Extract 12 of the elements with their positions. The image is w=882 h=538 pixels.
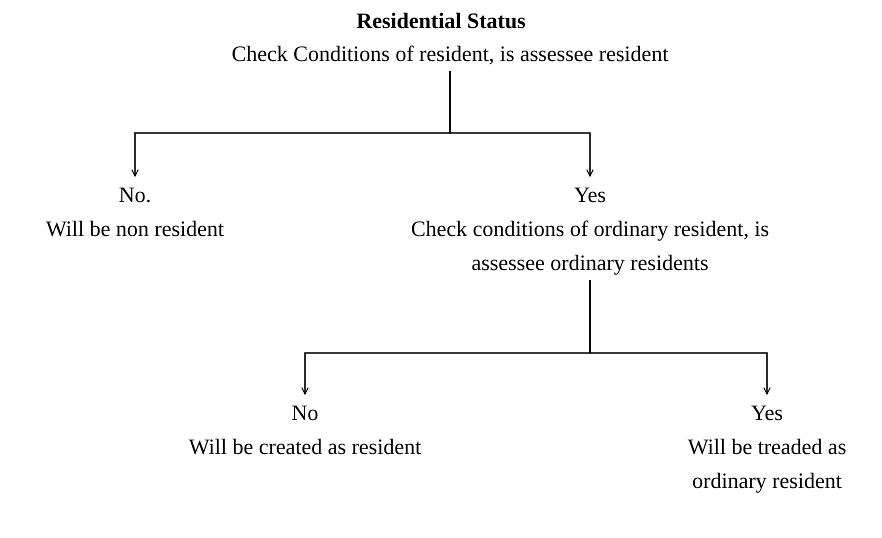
node-text: Will be treaded as ordinary resident bbox=[686, 433, 848, 495]
node-text: Check conditions of ordinary resident, is assessee ordinary residents bbox=[410, 215, 770, 277]
answer-label: Yes bbox=[572, 181, 607, 209]
arrow bbox=[589, 280, 771, 395]
title: Residential Status bbox=[356, 7, 526, 35]
arrow bbox=[449, 71, 594, 177]
node-text: Will be created as resident bbox=[188, 433, 422, 461]
node-text: Will be non resident bbox=[44, 215, 226, 243]
answer-label: No bbox=[290, 399, 320, 427]
node-text: Check Conditions of resident, is assessee resident bbox=[230, 40, 670, 68]
answer-label: No. bbox=[118, 181, 152, 209]
answer-label: Yes bbox=[750, 399, 784, 427]
